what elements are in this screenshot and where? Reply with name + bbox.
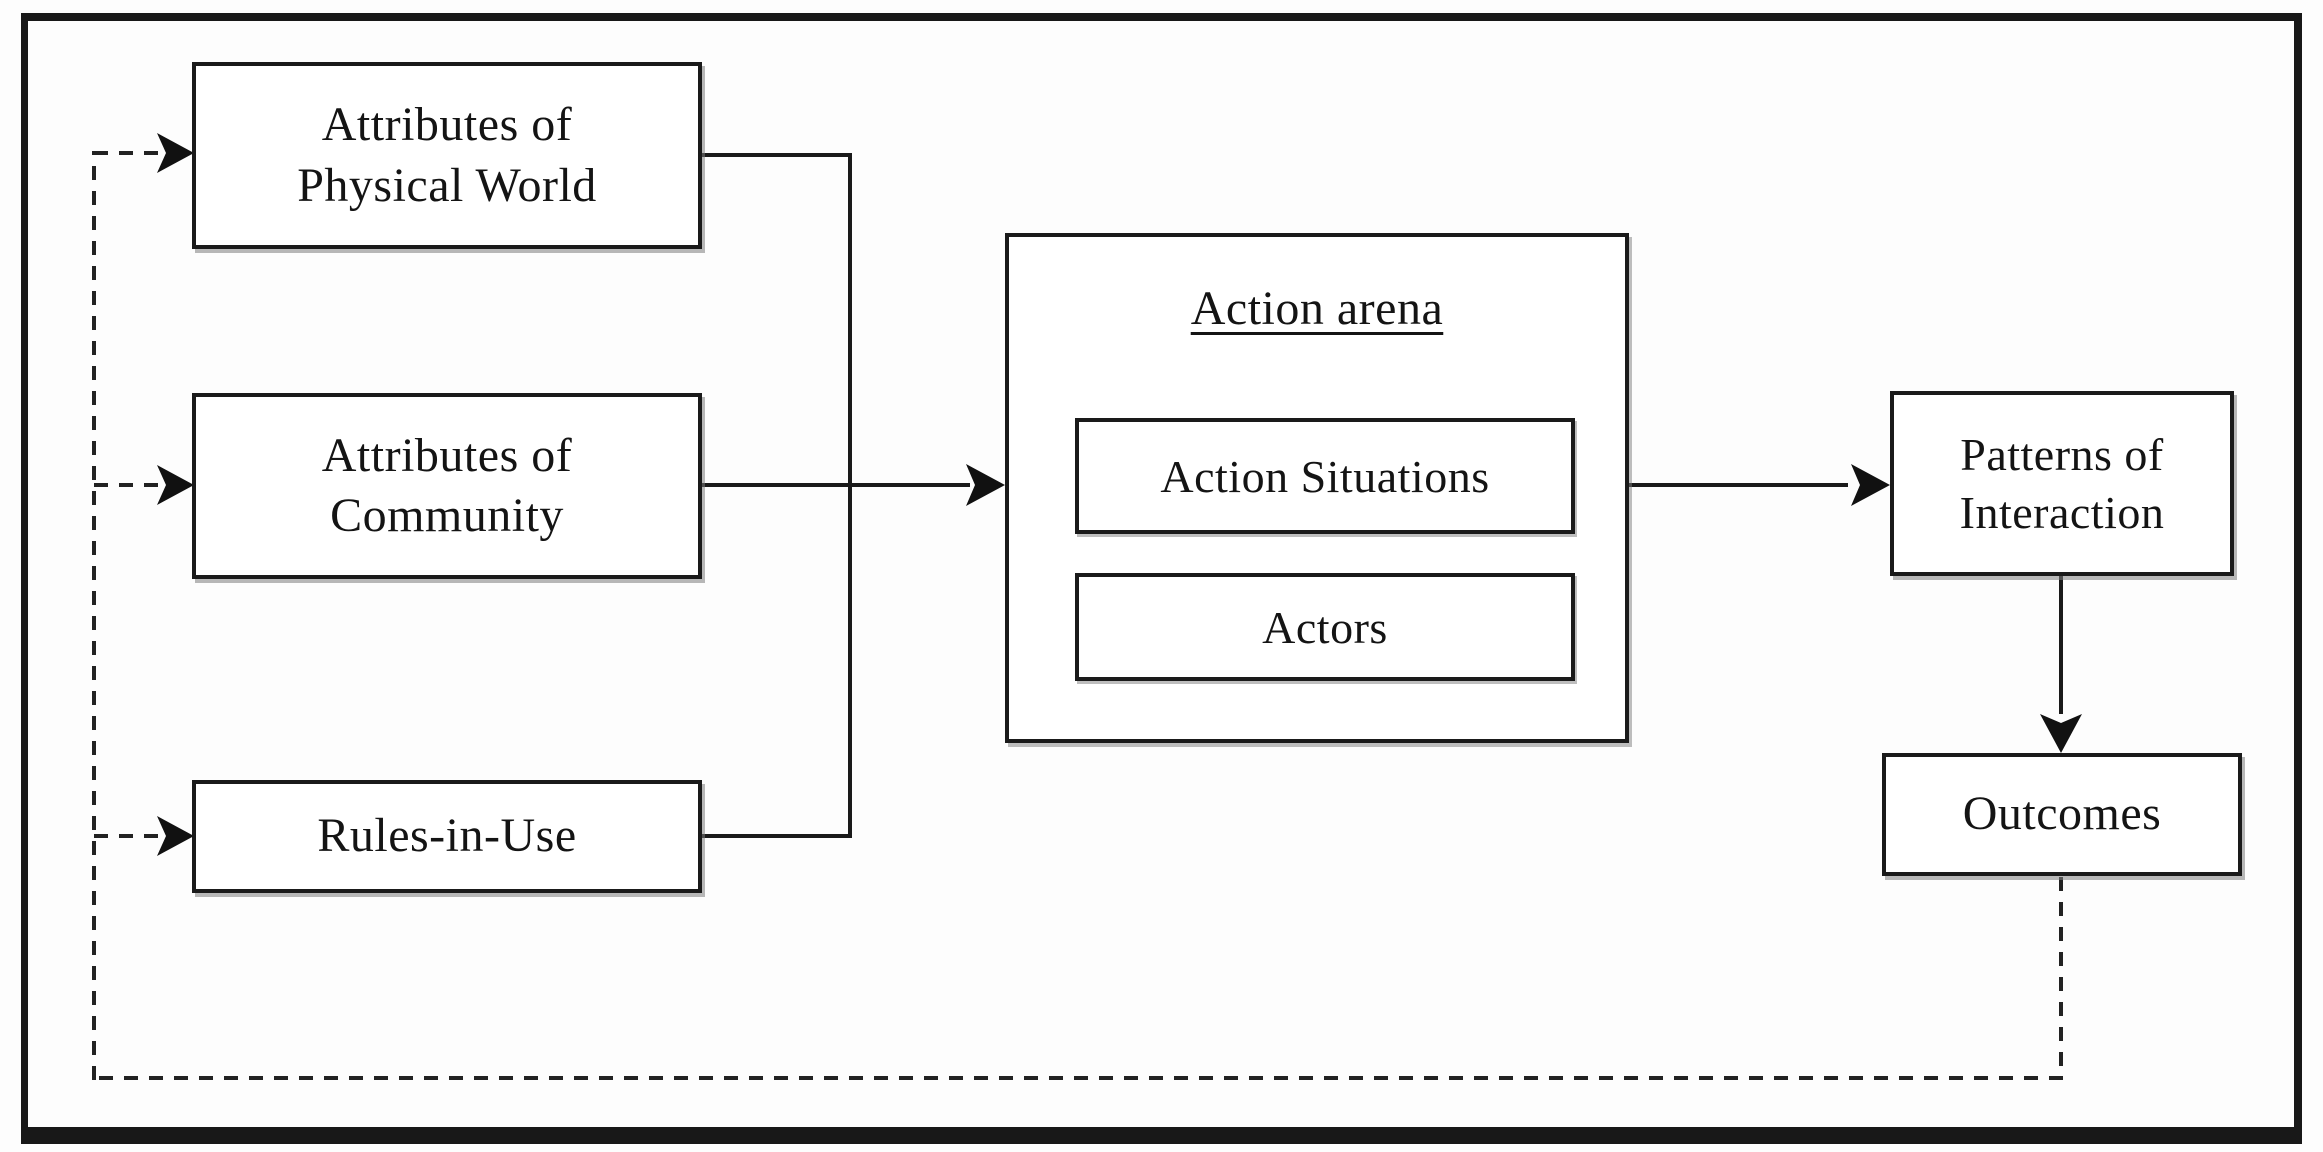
node-rules-in-use: Rules-in-Use: [192, 780, 702, 893]
node-label: Actors: [1262, 601, 1388, 653]
node-actors: Actors: [1075, 573, 1575, 681]
node-attributes-physical-world: Attributes of Physical World: [192, 62, 702, 249]
node-patterns-of-interaction: Patterns of Interaction: [1890, 391, 2234, 576]
node-action-situations: Action Situations: [1075, 418, 1575, 534]
arrowhead-into-community: [157, 465, 194, 505]
node-outcomes: Outcomes: [1882, 753, 2242, 876]
arrowhead-into-arena: [966, 464, 1005, 506]
node-label: Rules-in-Use: [317, 809, 577, 863]
node-attributes-community: Attributes of Community: [192, 393, 702, 579]
node-label: Action Situations: [1160, 450, 1490, 502]
arrowhead-into-outcomes: [2040, 714, 2082, 753]
arrowhead-into-patterns: [1851, 464, 1890, 506]
arrowhead-into-physical-world: [157, 133, 194, 173]
figure-border: [21, 13, 2302, 1144]
dashed-feedback-loop: [92, 151, 2063, 1080]
node-label: Outcomes: [1962, 787, 2162, 841]
action-arena-title: Action arena: [1190, 282, 1444, 335]
dashed-arrowheads: [157, 133, 194, 856]
solid-arrowheads: [966, 464, 2082, 753]
node-label-line: Interaction: [1959, 486, 2165, 538]
node-label-line: Patterns of: [1960, 428, 2164, 480]
node-label-line: Physical World: [297, 158, 597, 212]
node-action-arena: Action arena Action Situations Actors: [1005, 233, 1629, 743]
node-label-line: Attributes of: [321, 428, 573, 482]
arrowhead-into-rules: [157, 816, 194, 856]
node-label-line: Attributes of: [321, 98, 573, 152]
node-label-line: Community: [330, 489, 564, 542]
solid-connectors: [702, 153, 2063, 838]
